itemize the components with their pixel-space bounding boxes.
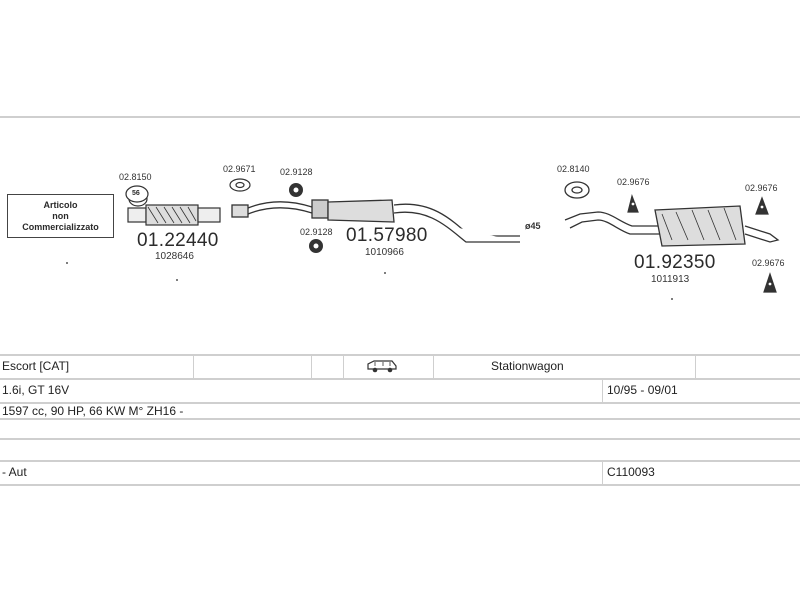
hanger-02-9676-a-drawing (627, 193, 639, 213)
hanger-02-9128-bottom-drawing (309, 239, 323, 253)
exhaust-diagram (66, 178, 780, 300)
part-02-9128-top-label[interactable]: 02.9128 (280, 167, 313, 177)
table-row-model: Escort [CAT] Stationwagon (0, 356, 800, 378)
table-row-spec: 1597 cc, 90 HP, 66 KW M° ZH16 - (0, 404, 800, 418)
note-line-1: Articolo (43, 200, 78, 210)
table-line-4 (0, 418, 800, 420)
col-divider-5 (695, 356, 696, 378)
part-01-57980-ref: 1010966 (365, 247, 404, 258)
part-01-92350-ref: 1011913 (651, 274, 690, 285)
spec-cell: 1597 cc, 90 HP, 66 KW M° ZH16 - (2, 404, 184, 418)
part-02-9676-b-label[interactable]: 02.9676 (745, 183, 778, 193)
table-row-trans: - Aut C110093 (0, 462, 800, 484)
table-row-engine: 1.6i, GT 16V 10/95 - 09/01 (0, 380, 800, 402)
top-separator (0, 116, 800, 118)
not-available-note: Articolo non Commercializzato (7, 194, 114, 238)
table-line-2 (0, 378, 800, 380)
col-divider-6 (602, 380, 603, 402)
table-line-1 (0, 354, 800, 356)
table-line-3 (0, 402, 800, 404)
part-01-22440-ref: 1028646 (155, 251, 194, 262)
part-02-9128-bottom-label[interactable]: 02.9128 (300, 227, 333, 237)
clamp-02-9671-drawing (229, 178, 251, 192)
table-line-5 (0, 438, 800, 440)
years-cell: 10/95 - 09/01 (607, 383, 678, 397)
col-divider-1 (193, 356, 194, 378)
hanger-02-9676-c-drawing (763, 272, 777, 293)
model-cell: Escort [CAT] (2, 359, 70, 373)
engine-cell: 1.6i, GT 16V (2, 383, 70, 397)
note-line-2: non (52, 211, 69, 221)
hanger-02-9128-top-drawing (289, 183, 303, 197)
hanger-02-9676-b-drawing (755, 196, 769, 215)
middle-silencer-drawing (231, 199, 520, 243)
part-02-8140-label[interactable]: 02.8140 (557, 164, 590, 174)
rear-silencer-drawing (564, 205, 780, 247)
pipe-diameter-label: ø45 (525, 221, 541, 231)
table-line-6 (0, 460, 800, 462)
note-line-3: Commercializzato (22, 222, 99, 232)
station-wagon-icon (366, 358, 398, 377)
table-line-7 (0, 484, 800, 486)
part-02-8150-label[interactable]: 02.8150 (119, 172, 152, 182)
part-01-57980-code[interactable]: 01.57980 (346, 225, 428, 246)
gasket-02-8150-drawing (125, 185, 149, 203)
col-divider-3 (343, 356, 344, 378)
part-02-8150-badge: 56 (132, 190, 140, 197)
part-01-22440-code[interactable]: 01.22440 (137, 230, 219, 251)
part-02-9676-c-label[interactable]: 02.9676 (752, 258, 785, 268)
part-01-92350-code[interactable]: 01.92350 (634, 252, 716, 273)
col-divider-4 (433, 356, 434, 378)
transmission-cell: - Aut (2, 465, 27, 479)
part-02-9671-label[interactable]: 02.9671 (223, 164, 256, 174)
catalog-code-cell: C110093 (607, 465, 655, 479)
col-divider-7 (602, 462, 603, 484)
gasket-02-8140-drawing (564, 181, 590, 199)
col-divider-2 (311, 356, 312, 378)
body-type-cell: Stationwagon (491, 359, 564, 373)
part-02-9676-a-label[interactable]: 02.9676 (617, 177, 650, 187)
